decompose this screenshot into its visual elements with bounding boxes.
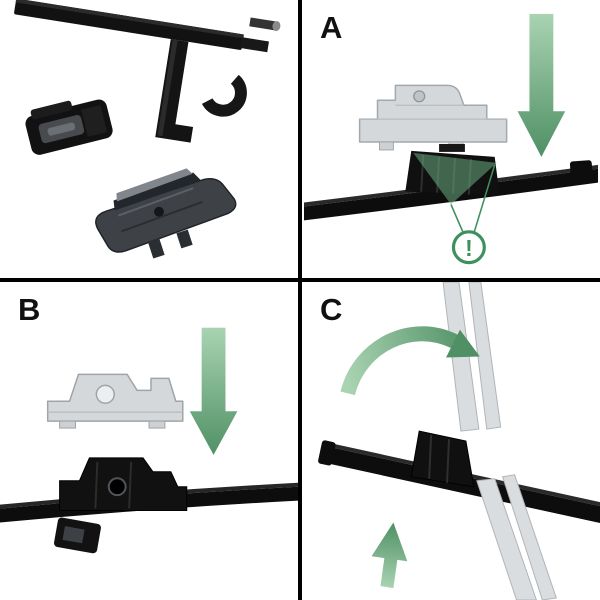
up-arrow-icon: [371, 522, 408, 589]
panel-a: A: [302, 0, 600, 278]
rotate-arrow-icon: [340, 326, 480, 396]
down-arrow-icon: [189, 327, 238, 455]
panel-c-label: C: [320, 292, 343, 327]
wiper-blade: [318, 430, 600, 524]
adapter-part: [95, 168, 237, 259]
step-a-illustration: !: [303, 13, 599, 265]
step-c-illustration: [318, 282, 600, 600]
wiper-arm-part: [14, 0, 281, 143]
panel-parts: [0, 0, 298, 278]
down-arrow-icon: [517, 13, 566, 157]
vertical-divider: [298, 0, 302, 600]
ghost-adapter: [46, 373, 184, 429]
ghost-adapter: [358, 84, 508, 151]
wiper-arm-lower: [476, 474, 557, 600]
wiper-blade: [0, 457, 298, 554]
warning-icon: !: [413, 152, 497, 265]
step-b-illustration: [0, 327, 298, 554]
panel-b: B: [0, 282, 298, 600]
clip-part: [25, 99, 113, 155]
adapter-parts-illustration: [14, 0, 281, 259]
panel-c: C: [302, 282, 600, 600]
warning-exclamation: !: [465, 235, 473, 261]
panel-a-label: A: [320, 10, 343, 45]
panel-b-label: B: [18, 292, 41, 327]
